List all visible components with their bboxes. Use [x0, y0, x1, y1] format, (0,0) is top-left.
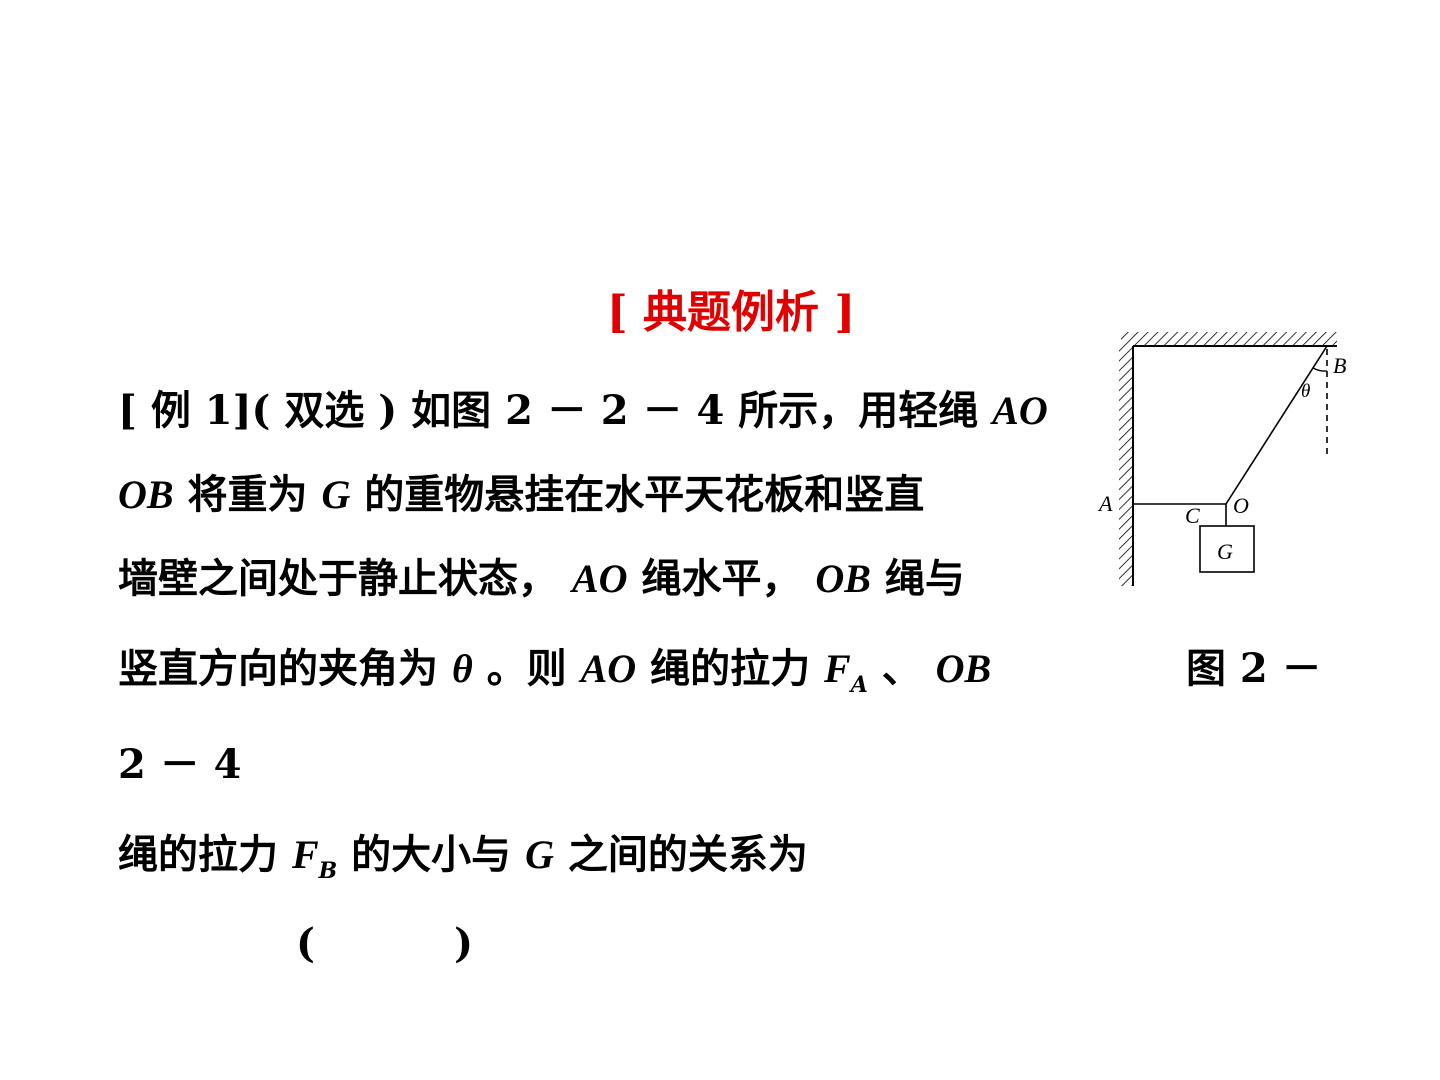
problem-text: 将重为 — [173, 471, 322, 518]
rope-OB — [1225, 345, 1328, 505]
problem-line-2: OB 将重为 G 的重物悬挂在水平天花板和竖直 — [118, 462, 924, 520]
problem-line-1: [ 例 1]( 双选 ) 如图 2 － 2 － 4 所示，用轻绳 AO — [118, 378, 1048, 436]
problem-text: 。则 — [472, 645, 581, 692]
problem-text: 竖直方向的夹角为 — [118, 645, 452, 692]
var-F: F — [291, 832, 319, 877]
weight-box — [1199, 525, 1255, 573]
label-A: A — [1097, 491, 1113, 516]
var-OB: OB — [935, 646, 992, 691]
figure-caption-part2: 2 － 4 — [118, 741, 242, 788]
problem-text: 的重物悬挂在水平天花板和竖直 — [350, 471, 925, 518]
problem-text: 绳的拉力 — [118, 831, 292, 878]
label-G: G — [1217, 539, 1233, 564]
ceiling-hatch — [1121, 332, 1337, 346]
var-AO: AO — [580, 646, 637, 691]
figure-caption-part1: 图 2 － — [1186, 645, 1322, 692]
var-OB: OB — [815, 556, 871, 601]
problem-text: 墙壁之间处于静止状态， — [118, 555, 572, 602]
problem-line-4: 竖直方向的夹角为 θ 。则 AO 绳的拉力 FA 、 OB — [118, 636, 991, 698]
var-G: G — [525, 832, 554, 877]
var-AO: AO — [992, 388, 1048, 433]
var-F: F — [824, 646, 851, 691]
wall-hatch — [1119, 346, 1133, 586]
physics-diagram: A B C O G θ — [1093, 327, 1353, 589]
var-AO: AO — [571, 556, 628, 601]
var-OB: OB — [118, 472, 174, 517]
problem-text: 、 — [867, 645, 936, 692]
problem-text: 绳的拉力 — [636, 645, 824, 692]
problem-text: 之间的关系为 — [553, 831, 808, 878]
section-title: [ 典题例析 ] — [606, 287, 856, 338]
problem-text: 的大小与 — [337, 831, 526, 878]
problem-text: 绳与 — [870, 555, 965, 602]
label-theta: θ — [1301, 381, 1310, 402]
subscript-B: B — [318, 858, 338, 884]
problem-text: [ 例 1]( 双选 ) 如图 2 － 2 － 4 所示，用轻绳 — [118, 387, 993, 434]
problem-text: 绳水平， — [627, 555, 816, 602]
problem-line-6: 绳的拉力 FB 的大小与 G 之间的关系为 — [118, 822, 808, 884]
subscript-A: A — [850, 672, 868, 698]
label-C: C — [1185, 503, 1200, 528]
var-theta: θ — [451, 646, 473, 691]
diagram-svg: A B C O G θ — [1097, 332, 1346, 586]
var-G: G — [321, 472, 351, 517]
answer-blank: ( ) — [296, 920, 474, 967]
problem-line-3: 墙壁之间处于静止状态， AO 绳水平， OB 绳与 — [118, 546, 965, 604]
label-O: O — [1233, 493, 1249, 518]
label-B: B — [1333, 353, 1346, 378]
angle-arc — [1312, 367, 1328, 372]
